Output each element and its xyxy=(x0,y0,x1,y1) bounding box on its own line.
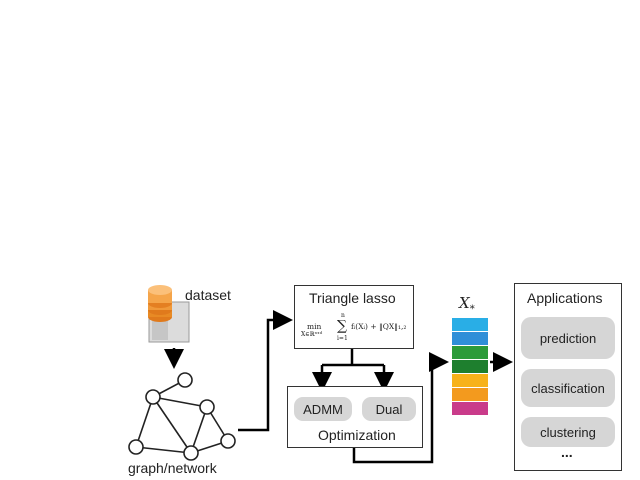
dataset-label: dataset xyxy=(185,287,231,303)
application-clustering: clustering xyxy=(521,417,615,447)
output-stripe xyxy=(452,318,488,331)
output-stripe xyxy=(452,332,488,345)
formula-lower: i=1 xyxy=(337,335,348,342)
application-classification: classification xyxy=(521,369,615,407)
output-stripe xyxy=(452,374,488,387)
model-title: Triangle lasso xyxy=(309,290,396,306)
output-label-main: X xyxy=(459,294,470,312)
method-admm: ADMM xyxy=(294,397,352,421)
formula-min: min xyxy=(307,322,322,331)
applications-more: ... xyxy=(561,444,573,460)
applications-title: Applications xyxy=(527,290,603,306)
formula-sum: ∑ xyxy=(337,318,347,334)
application-prediction: prediction xyxy=(521,317,615,359)
graph-label: graph/network xyxy=(128,460,217,476)
model-formula: min X∈ℝⁿˣᵈ n ∑ i=1 fᵢ(Xᵢ) + ‖QX‖₁,₂ xyxy=(301,312,411,344)
output-label: X* xyxy=(459,294,475,315)
formula-sub: X∈ℝⁿˣᵈ xyxy=(301,331,323,338)
method-dual: Dual xyxy=(362,397,416,421)
formula-upper: n xyxy=(341,312,345,319)
output-stripe xyxy=(452,388,488,401)
optimization-title: Optimization xyxy=(318,427,396,443)
database-server-icon xyxy=(148,285,190,343)
output-stripe xyxy=(452,402,488,415)
output-stripe xyxy=(452,360,488,373)
output-label-sub: * xyxy=(469,304,475,315)
formula-body: fᵢ(Xᵢ) + ‖QX‖₁,₂ xyxy=(351,322,407,331)
output-matrix xyxy=(452,318,488,416)
optimization-box: ADMM Dual Optimization xyxy=(287,386,423,448)
applications-box: Applications prediction classification c… xyxy=(514,283,622,471)
output-stripe xyxy=(452,346,488,359)
arrow-graph-to-model xyxy=(238,310,293,432)
graph-network-icon xyxy=(128,372,236,461)
triangle-lasso-box: Triangle lasso min X∈ℝⁿˣᵈ n ∑ i=1 fᵢ(Xᵢ)… xyxy=(294,285,414,349)
arrow-optimization-to-output xyxy=(352,352,449,464)
